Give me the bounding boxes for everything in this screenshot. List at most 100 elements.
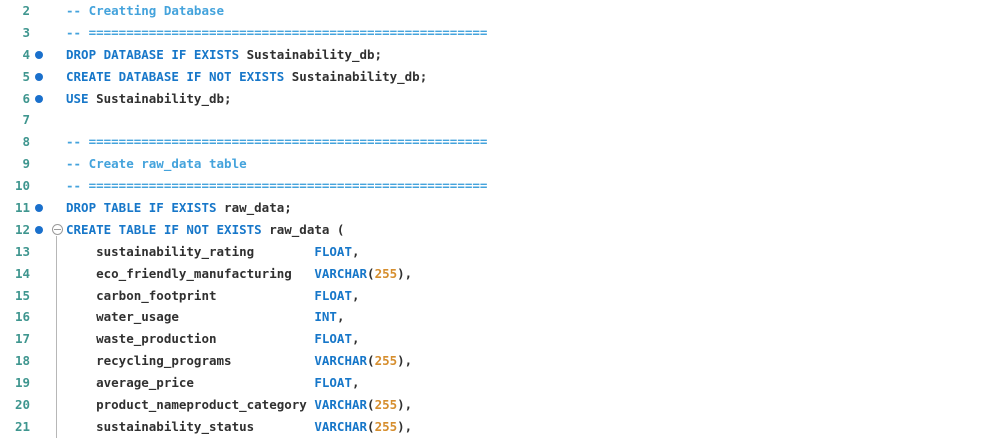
code-text[interactable]: -- Create raw_data table	[66, 153, 247, 175]
code-line: 16 water_usage INT,	[0, 306, 1000, 328]
code-text[interactable]: CREATE TABLE IF NOT EXISTS raw_data (	[66, 219, 344, 241]
token-number-literal: 255	[374, 265, 398, 281]
line-number: 15	[14, 287, 30, 303]
token-identifier-or-punctuation: ),	[397, 265, 413, 281]
code-text[interactable]: sustainability_status VARCHAR(255),	[66, 416, 412, 438]
statement-marker-gutter	[30, 0, 48, 22]
token-identifier-or-punctuation: ,	[352, 243, 360, 259]
statement-marker-gutter	[30, 22, 48, 44]
statement-marker-gutter	[30, 263, 48, 285]
code-line: 4 DROP DATABASE IF EXISTS Sustainability_…	[0, 44, 1000, 66]
line-number: 9	[22, 156, 30, 172]
code-line: 13 sustainability_rating FLOAT,	[0, 241, 1000, 263]
fold-gutter	[48, 350, 66, 372]
statement-marker-gutter	[30, 44, 48, 66]
token-identifier-or-punctuation: ),	[397, 353, 413, 369]
code-text[interactable]: product_nameproduct_category VARCHAR(255…	[66, 394, 412, 416]
code-text[interactable]: DROP DATABASE IF EXISTS Sustainability_d…	[66, 44, 382, 66]
code-text[interactable]: average_price FLOAT,	[66, 372, 360, 394]
token-sql-keyword: FLOAT	[314, 243, 352, 259]
line-number: 6	[22, 90, 30, 106]
line-number: 8	[22, 134, 30, 150]
code-text[interactable]: -- =====================================…	[66, 22, 487, 44]
fold-gutter	[48, 88, 66, 110]
token-identifier-or-punctuation: carbon_footprint	[66, 287, 315, 303]
token-identifier-or-punctuation: ,	[352, 375, 360, 391]
code-line: 7	[0, 109, 1000, 131]
code-text[interactable]: -- Creatting Database	[66, 0, 224, 22]
fold-gutter	[48, 285, 66, 307]
token-sql-keyword: DROP DATABASE IF EXISTS	[66, 46, 240, 62]
line-number: 4	[22, 46, 30, 62]
token-comment: -- =====================================…	[66, 24, 488, 40]
token-sql-keyword: FLOAT	[314, 331, 352, 347]
code-text[interactable]: -- =====================================…	[66, 131, 487, 153]
fold-gutter	[48, 416, 66, 438]
fold-gutter	[48, 22, 66, 44]
fold-gutter	[48, 306, 66, 328]
token-sql-keyword: CREATE TABLE IF NOT EXISTS	[66, 221, 262, 237]
token-identifier-or-punctuation: raw_data;	[216, 200, 292, 216]
code-text[interactable]: water_usage INT,	[66, 306, 344, 328]
statement-marker-gutter	[30, 131, 48, 153]
code-line: 14 eco_friendly_manufacturing VARCHAR(25…	[0, 263, 1000, 285]
line-number: 3	[22, 24, 30, 40]
code-line: 3 -- ====================================…	[0, 22, 1000, 44]
token-sql-keyword: CREATE DATABASE IF NOT EXISTS	[66, 68, 285, 84]
line-number: 20	[14, 397, 30, 413]
statement-marker-gutter	[30, 219, 48, 241]
statement-marker-gutter	[30, 153, 48, 175]
statement-marker-gutter	[30, 241, 48, 263]
token-sql-keyword: DROP TABLE IF EXISTS	[66, 200, 217, 216]
fold-gutter	[48, 394, 66, 416]
token-comment: -- Create raw_data table	[66, 156, 247, 172]
fold-guide-line	[56, 236, 57, 438]
token-sql-keyword: INT	[314, 309, 337, 325]
code-text[interactable]: sustainability_rating FLOAT,	[66, 241, 360, 263]
statement-marker-gutter	[30, 66, 48, 88]
code-text[interactable]: waste_production FLOAT,	[66, 328, 359, 350]
token-identifier-or-punctuation: recycling_programs	[66, 353, 315, 369]
code-line: 15 carbon_footprint FLOAT,	[0, 285, 1000, 307]
code-line: 20 product_nameproduct_category VARCHAR(…	[0, 394, 1000, 416]
code-line: 2-- Creatting Database	[0, 0, 1000, 22]
code-line: 12 CREATE TABLE IF NOT EXISTS raw_data (	[0, 219, 1000, 241]
statement-marker-gutter	[30, 394, 48, 416]
token-identifier-or-punctuation: waste_production	[66, 331, 315, 347]
code-text[interactable]: USE Sustainability_db;	[66, 88, 232, 110]
token-comment: -- =====================================…	[66, 178, 488, 194]
statement-marker-gutter	[30, 328, 48, 350]
line-number: 18	[14, 353, 30, 369]
code-text[interactable]: CREATE DATABASE IF NOT EXISTS Sustainabi…	[66, 66, 427, 88]
token-sql-keyword: FLOAT	[314, 287, 352, 303]
code-line: 6 USE Sustainability_db;	[0, 88, 1000, 110]
code-text[interactable]: -- =====================================…	[66, 175, 487, 197]
line-number: 13	[14, 243, 30, 259]
token-identifier-or-punctuation: ),	[397, 397, 413, 413]
code-text[interactable]: DROP TABLE IF EXISTS raw_data;	[66, 197, 292, 219]
fold-gutter	[48, 0, 66, 22]
token-identifier-or-punctuation: ,	[336, 309, 345, 325]
code-line: 17 waste_production FLOAT,	[0, 328, 1000, 350]
fold-gutter	[48, 219, 66, 241]
token-identifier-or-punctuation: (	[367, 397, 375, 413]
statement-marker-gutter	[30, 372, 48, 394]
token-identifier-or-punctuation: raw_data (	[261, 221, 345, 237]
statement-marker-gutter	[30, 88, 48, 110]
code-text[interactable]: eco_friendly_manufacturing VARCHAR(255),	[66, 263, 412, 285]
fold-collapse-icon[interactable]	[51, 224, 63, 236]
token-identifier-or-punctuation: sustainability_status	[66, 418, 315, 434]
code-line: 10-- ===================================…	[0, 175, 1000, 197]
code-text[interactable]: recycling_programs VARCHAR(255),	[66, 350, 412, 372]
token-comment: -- Creatting Database	[66, 3, 225, 18]
fold-gutter	[48, 44, 66, 66]
line-number: 12	[14, 221, 30, 237]
code-line: 19 average_price FLOAT,	[0, 372, 1000, 394]
code-text[interactable]: carbon_footprint FLOAT,	[66, 285, 359, 307]
token-identifier-or-punctuation: Sustainability_db;	[239, 46, 383, 62]
line-number: 7	[22, 112, 30, 128]
statement-bullet-icon	[35, 94, 43, 103]
token-sql-keyword: VARCHAR	[314, 353, 368, 369]
